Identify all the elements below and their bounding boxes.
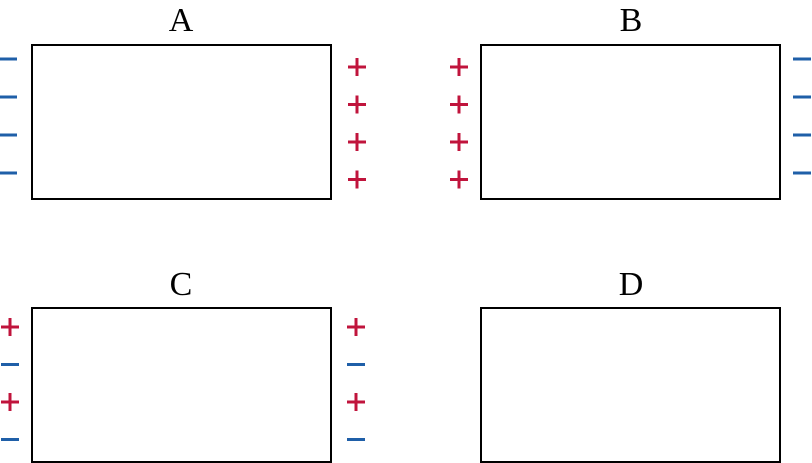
panel-c: C — [1, 266, 365, 463]
positive-charge-icon — [348, 58, 366, 76]
positive-charge-icon — [1, 393, 19, 411]
panel-d-box — [480, 307, 781, 463]
panel-c-left-charges — [1, 318, 19, 441]
positive-charge-icon — [348, 95, 366, 114]
positive-charge-icon — [1, 318, 19, 336]
panel-d: D — [480, 266, 781, 463]
positive-charge-icon — [450, 133, 468, 151]
panel-b-right-charges — [793, 57, 811, 175]
panel-d-label: D — [619, 266, 644, 303]
positive-charge-icon — [348, 133, 366, 151]
panel-b-left-charges — [450, 58, 468, 189]
positive-charge-icon — [347, 318, 365, 336]
positive-charge-icon — [347, 393, 365, 411]
positive-charge-icon — [348, 170, 366, 189]
positive-charge-icon — [450, 170, 468, 189]
positive-charge-icon — [450, 95, 468, 114]
panel-a-left-charges — [0, 57, 17, 175]
panel-a-right-charges — [348, 58, 366, 189]
panel-c-box — [31, 307, 332, 463]
panel-a-box — [31, 44, 332, 200]
panel-c-right-charges — [347, 318, 365, 441]
panel-b-label: B — [620, 2, 643, 39]
panel-c-label: C — [170, 266, 193, 303]
panel-a-label: A — [169, 2, 194, 39]
panel-b: B — [450, 2, 811, 200]
positive-charge-icon — [450, 58, 468, 76]
panel-b-box — [480, 44, 781, 200]
panel-a: A — [0, 2, 366, 200]
